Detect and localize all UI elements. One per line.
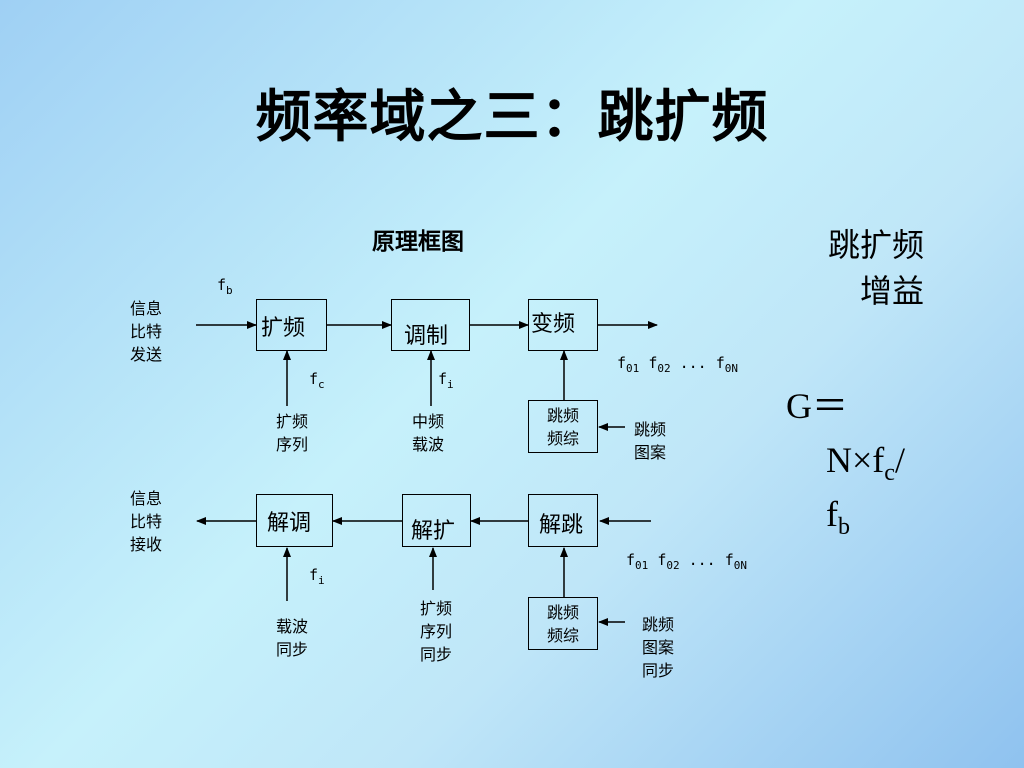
demodulate-block: 解调 [256,494,333,547]
spread-block: 扩频 [256,299,327,351]
formula-f: f [826,494,838,534]
gain-line-2: 增益 [859,272,924,310]
tx-fi-label: fi [438,370,454,391]
rx-pattern-sync-label: 跳频图案同步 [642,615,675,680]
rx-seq-sync-label: 扩频序列同步 [420,599,453,664]
gain-formula-line-3: fb [826,486,850,555]
gain-formula-line-1: G＝ [786,378,848,434]
tx-fc-label: fc [309,370,325,391]
formula-c-subscript: c [884,460,895,487]
freq-convert-block: 变频 [528,299,598,351]
gain-line-1: 跳扩频 [827,226,924,264]
gain-formula-line-2: N×fc/ [826,432,905,501]
modulate-block: 调制 [391,299,470,351]
tx-fb-label: fb [217,276,233,297]
formula-b-subscript: b [838,514,850,541]
slide-title: 频率域之三：跳扩频 [255,84,769,150]
tx-hop-freqs: f01 f02 ... f0N [617,354,739,375]
dehop-block: 解跳 [528,494,598,547]
formula-g: G＝ [786,386,848,426]
rx-hop-synth-block: 跳频 频综 [528,597,598,650]
rx-carrier-sync-label: 载波同步 [276,617,309,659]
tx-hop-pattern-label: 跳频图案 [634,420,667,462]
rx-hop-freqs: f01 f02 ... f0N [626,551,748,572]
tx-spread-seq-label: 扩频序列 [276,412,309,454]
despread-block: 解扩 [402,494,471,547]
rx-fi-label: fi [309,566,325,587]
formula-n-times-f: N×f [826,440,885,480]
tx-hop-synth-block: 跳频 频综 [528,400,598,453]
rx-output-label: 信息 比特 接收 [130,489,163,554]
formula-slash: / [894,440,905,480]
diagram-title: 原理框图 [372,229,464,255]
gain-label: 跳扩频 增益 [828,222,924,314]
tx-input-label: 信息 比特 发送 [130,299,163,364]
tx-if-carrier-label: 中频载波 [412,412,445,454]
